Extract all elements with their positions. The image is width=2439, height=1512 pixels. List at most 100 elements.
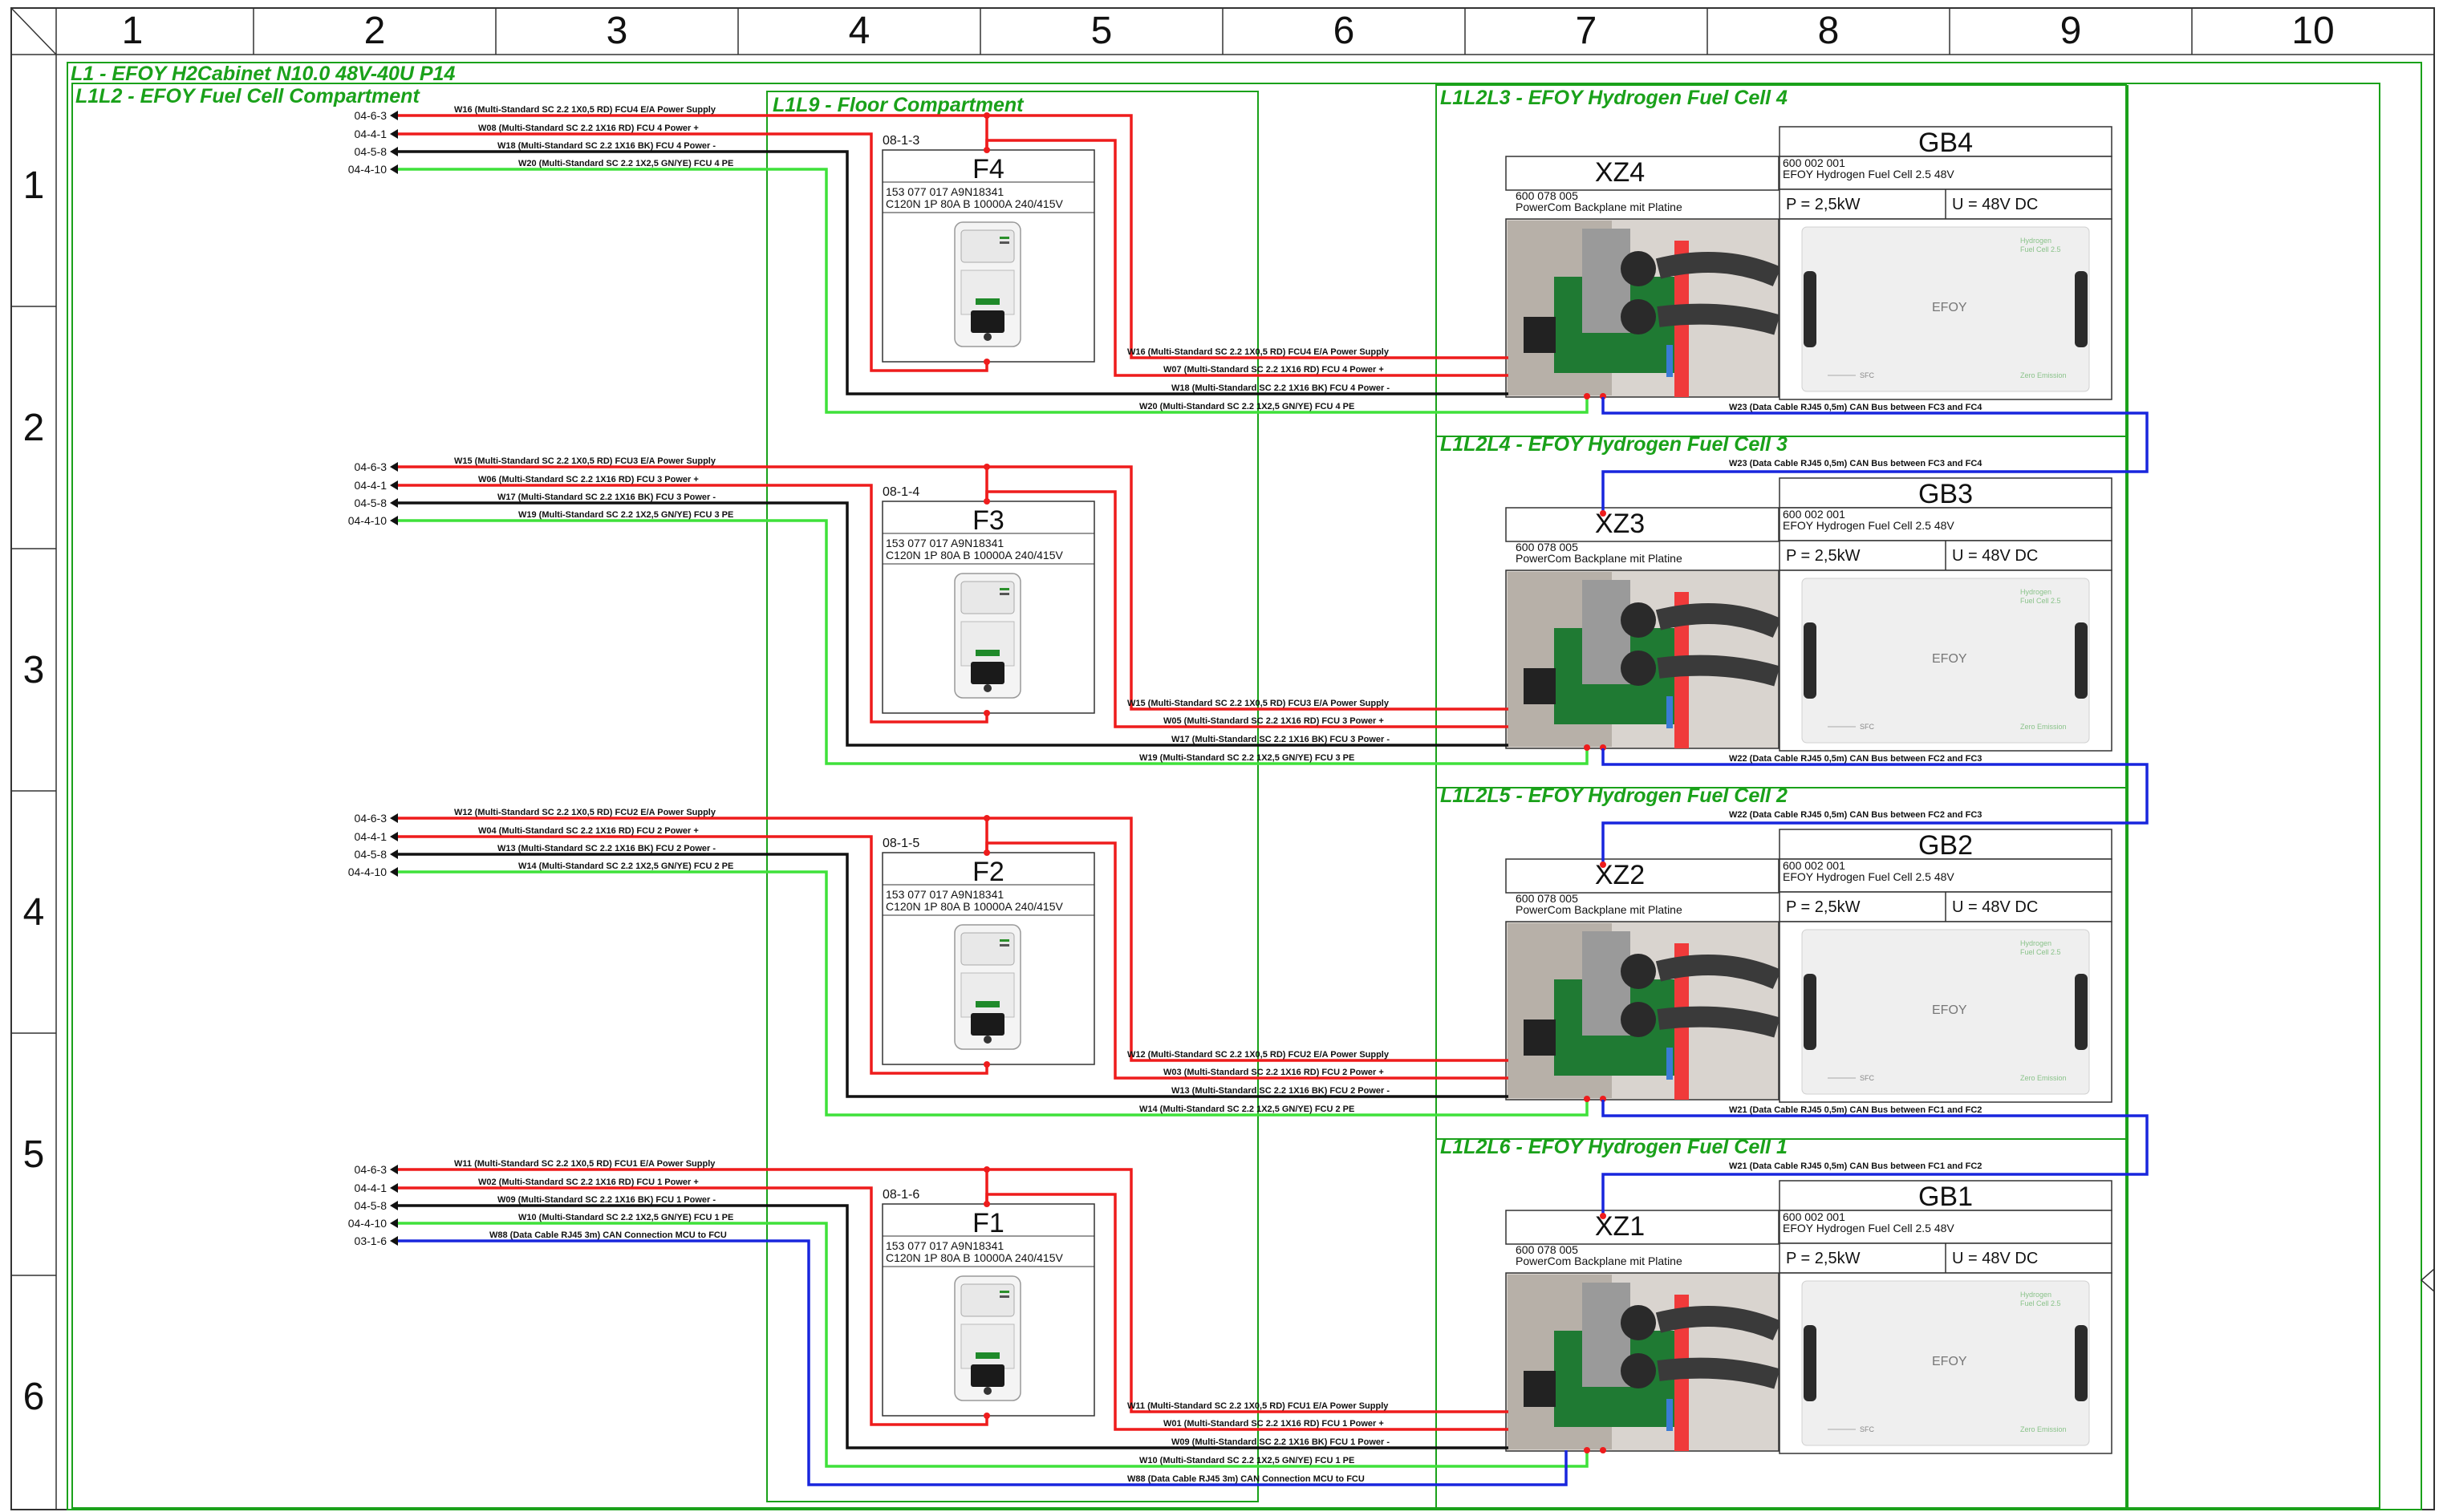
powercom-backplane-icon xyxy=(1505,1272,1782,1452)
breaker-part-number: 153 077 017 A9N18341 xyxy=(886,1239,1004,1252)
column-number: 2 xyxy=(364,10,386,52)
breaker-ref: 08-1-5 xyxy=(883,837,919,850)
wire-blk xyxy=(398,150,1508,395)
wire-label-right: W11 (Multi-Standard SC 2.2 1X0,5 RD) FCU… xyxy=(1127,1401,1389,1411)
terminal-pin-label: 04-5-8 xyxy=(355,145,388,158)
can-bus-wire xyxy=(1601,397,2149,513)
wire-label-right: W18 (Multi-Standard SC 2.2 1X16 BK) FCU … xyxy=(1171,383,1390,393)
column-number: 8 xyxy=(1818,10,1840,52)
can-bus-wire xyxy=(1601,1100,2149,1216)
fuel-cell-stack-frame xyxy=(1435,84,2127,1510)
terminal-pin-label: 04-4-1 xyxy=(355,1182,388,1194)
terminal-pin-label: 04-5-8 xyxy=(355,497,388,509)
can-bus-links: W23 (Data Cable RJ45 0,5m) CAN Bus betwe… xyxy=(1600,397,2149,1219)
terminal-arrow-icon xyxy=(390,129,398,139)
wire-label-left: W16 (Multi-Standard SC 2.2 1X0,5 RD) FCU… xyxy=(454,105,716,115)
breaker-part-number: 153 077 017 A9N18341 xyxy=(886,537,1004,549)
fuel-cell-description: EFOY Hydrogen Fuel Cell 2.5 48V xyxy=(1783,870,1954,883)
wire-label-left: W11 (Multi-Standard SC 2.2 1X0,5 RD) FCU… xyxy=(454,1159,716,1169)
fc2-group-title: L1L2L5 - EFOY Hydrogen Fuel Cell 2 xyxy=(1440,784,1788,807)
terminal-arrow-icon xyxy=(390,462,398,472)
terminal-arrow-icon xyxy=(390,1236,398,1246)
fuel-cell-model-line: Fuel Cell 2.5 xyxy=(2020,948,2061,956)
fuel-cell-part-number: 600 002 001 xyxy=(1783,156,1845,169)
fuel-cell-description: EFOY Hydrogen Fuel Cell 2.5 48V xyxy=(1783,1222,1954,1234)
sfc-brand-mark: SFC xyxy=(1860,723,1875,731)
wire-label-left: W04 (Multi-Standard SC 2.2 1X16 RD) FCU … xyxy=(478,826,699,836)
wire-blk xyxy=(398,1204,1508,1449)
column-number: 10 xyxy=(2291,10,2334,52)
row-number: 1 xyxy=(23,164,45,207)
wire-label-left: W19 (Multi-Standard SC 2.2 1X2,5 GN/YE) … xyxy=(518,510,733,520)
backplane-header xyxy=(1505,156,1780,191)
wire-red xyxy=(985,139,1508,377)
wire-blk xyxy=(398,853,1508,1098)
wire-label-left: W08 (Multi-Standard SC 2.2 1X16 RD) FCU … xyxy=(478,124,699,133)
wire-blu xyxy=(398,1239,1568,1486)
terminal-pin-label: 04-4-10 xyxy=(348,514,387,527)
wire-label-left: W10 (Multi-Standard SC 2.2 1X2,5 GN/YE) … xyxy=(518,1213,733,1222)
wire-red xyxy=(985,841,1508,1080)
wire-label-left: W17 (Multi-Standard SC 2.2 1X16 BK) FCU … xyxy=(497,493,716,502)
fuel-cell-power-rating: P = 2,5kW xyxy=(1786,547,1861,565)
breaker-description: C120N 1P 80A B 10000A 240/415V xyxy=(886,900,1063,913)
wire-label-right: W17 (Multi-Standard SC 2.2 1X16 BK) FCU … xyxy=(1171,735,1390,744)
wire-label-right: W01 (Multi-Standard SC 2.2 1X16 RD) FCU … xyxy=(1163,1419,1384,1429)
breaker-description: C120N 1P 80A B 10000A 240/415V xyxy=(886,549,1063,561)
row-number: 5 xyxy=(23,1133,45,1176)
backplane-header xyxy=(1505,858,1780,894)
wire-grn xyxy=(398,870,1589,1117)
fuel-cell-voltage-rating: U = 48V DC xyxy=(1952,547,2038,565)
wiring-units: 04-6-3 W16 (Multi-Standard SC 2.2 1X0,5 R… xyxy=(348,105,2112,1486)
breaker-name: F4 xyxy=(972,154,1004,184)
backplane-description: PowerCom Backplane mit Platine xyxy=(1516,201,1682,213)
wire-red xyxy=(987,1168,1508,1413)
column-number: 3 xyxy=(607,10,628,52)
fuel-cell-header xyxy=(1779,829,2112,860)
breaker-name: F1 xyxy=(972,1208,1004,1238)
terminal-arrow-icon xyxy=(390,1218,398,1228)
wire-label-left: W88 (Data Cable RJ45 3m) CAN Connection … xyxy=(489,1230,727,1240)
can-bus-wire xyxy=(1601,748,2149,865)
terminal-arrow-icon xyxy=(390,1201,398,1210)
circuit-breaker-icon xyxy=(954,1275,1021,1401)
backplane-description: PowerCom Backplane mit Platine xyxy=(1516,903,1682,916)
can-bus-label: W21 (Data Cable RJ45 0,5m) CAN Bus betwe… xyxy=(1729,1161,1982,1171)
terminal-pin-label: 04-6-3 xyxy=(355,812,388,825)
fuel-cell-model-line: Fuel Cell 2.5 xyxy=(2020,597,2061,605)
efoy-logo: EFOY xyxy=(1932,301,1967,314)
wire-label-left: W12 (Multi-Standard SC 2.2 1X0,5 RD) FCU… xyxy=(454,808,716,817)
wire-red xyxy=(398,1186,988,1426)
fuel-cell-name: GB2 xyxy=(1918,830,1973,861)
fc4-group-title: L1L2L3 - EFOY Hydrogen Fuel Cell 4 xyxy=(1440,87,1788,109)
wire-label-left: W13 (Multi-Standard SC 2.2 1X16 BK) FCU … xyxy=(497,844,716,853)
wire-label-right: W15 (Multi-Standard SC 2.2 1X0,5 RD) FCU… xyxy=(1127,699,1390,708)
can-bus-label: W23 (Data Cable RJ45 0,5m) CAN Bus betwe… xyxy=(1729,459,1982,468)
wire-label-right: W05 (Multi-Standard SC 2.2 1X16 RD) FCU … xyxy=(1163,716,1384,726)
wire-label-left: W14 (Multi-Standard SC 2.2 1X2,5 GN/YE) … xyxy=(518,861,733,871)
breaker-description: C120N 1P 80A B 10000A 240/415V xyxy=(886,1251,1063,1264)
sfc-brand-mark: SFC xyxy=(1860,1074,1875,1082)
terminal-pin-label: 04-5-8 xyxy=(355,848,388,861)
wire-label-right: W09 (Multi-Standard SC 2.2 1X16 BK) FCU … xyxy=(1171,1437,1390,1447)
wire-label-left: W09 (Multi-Standard SC 2.2 1X16 BK) FCU … xyxy=(497,1195,716,1205)
powercom-backplane-icon xyxy=(1505,570,1782,749)
breaker-description: C120N 1P 80A B 10000A 240/415V xyxy=(886,197,1063,210)
terminal-pin-label: 04-4-10 xyxy=(348,1217,387,1230)
fuel-cell-model-line: Fuel Cell 2.5 xyxy=(2020,1299,2061,1307)
zero-emission-badge: Zero Emission xyxy=(2020,723,2067,731)
fuel-cell-part-number: 600 002 001 xyxy=(1783,508,1845,521)
wire-grn xyxy=(398,519,1589,765)
circuit-breaker-icon xyxy=(954,573,1021,699)
cabinet-group-title: L1 - EFOY H2Cabinet N10.0 48V-40U P14 xyxy=(71,63,455,85)
terminal-arrow-icon xyxy=(390,832,398,841)
wire-label-right: W20 (Multi-Standard SC 2.2 1X2,5 GN/YE) … xyxy=(1139,402,1354,411)
fc3-group-title: L1L2L4 - EFOY Hydrogen Fuel Cell 3 xyxy=(1440,433,1788,456)
terminal-pin-label: 04-4-10 xyxy=(348,163,387,176)
fuel-cell-name: GB3 xyxy=(1918,479,1973,509)
